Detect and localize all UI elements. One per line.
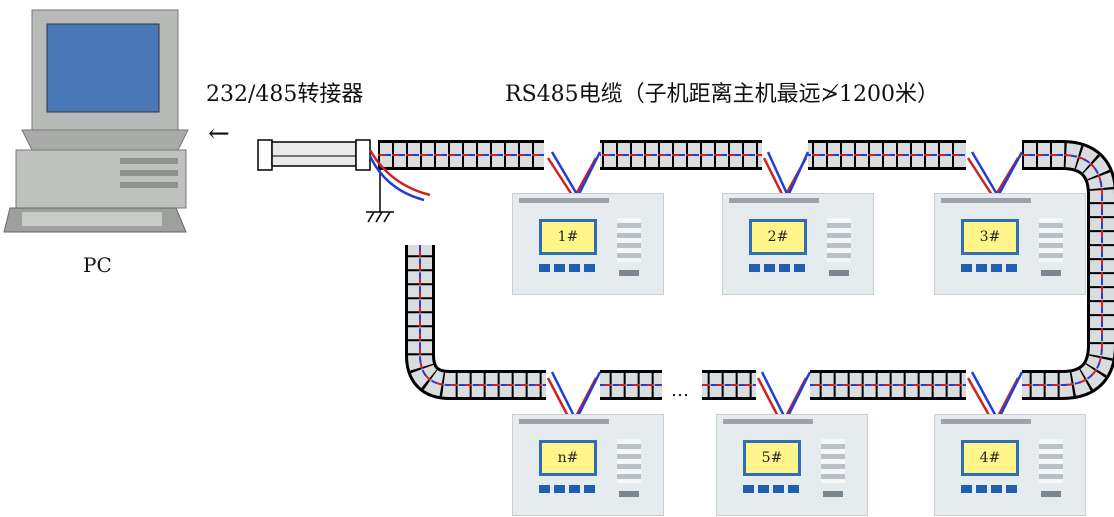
device-unit-2: 2# [722, 193, 874, 295]
device-unit-n: n# [512, 414, 664, 516]
device-screen: 5# [743, 440, 801, 476]
cable-ellipsis: … [671, 380, 689, 401]
converter-icon [257, 139, 371, 171]
device-screen: 3# [961, 219, 1019, 255]
device-screen: 4# [961, 440, 1019, 476]
device-screen: 2# [749, 219, 807, 255]
pc-icon [3, 9, 189, 233]
device-screen: n# [539, 440, 597, 476]
device-unit-4: 4# [934, 414, 1086, 516]
cable-label: RS485电缆（子机距离主机最远≯1200米） [505, 82, 940, 107]
ground-icon [366, 160, 394, 223]
left-arrow-icon: ← [208, 119, 230, 149]
device-screen: 1# [539, 219, 597, 255]
converter-label: 232/485转接器 [206, 82, 364, 107]
device-unit-1: 1# [512, 193, 664, 295]
device-unit-3: 3# [934, 193, 1086, 295]
device-unit-5: 5# [716, 414, 868, 516]
pc-label: PC [83, 253, 112, 277]
